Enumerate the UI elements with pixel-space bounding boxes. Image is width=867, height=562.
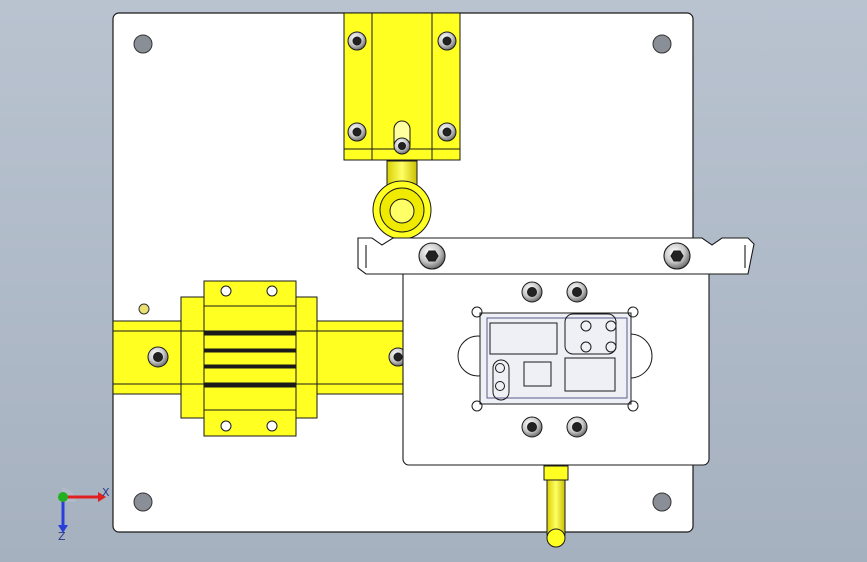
coordinate-triad: [58, 488, 106, 533]
z-axis-arrowhead: [58, 525, 68, 533]
top-bracket[interactable]: [343, 12, 461, 161]
clamp-arm[interactable]: [357, 237, 755, 275]
plunger-pin[interactable]: [543, 465, 569, 548]
workpiece-fixture[interactable]: [457, 281, 653, 438]
mounting-hole-top-left: [133, 34, 153, 54]
small-pin-hole: [138, 303, 150, 315]
x-axis-label: X: [102, 486, 110, 499]
z-axis-label: Z: [58, 530, 66, 543]
y-axis-point: [58, 492, 68, 502]
mounting-hole-top-right: [652, 34, 672, 54]
linear-slider-block[interactable]: [180, 280, 318, 437]
x-axis-arrowhead: [98, 492, 106, 502]
mounting-hole-bottom-right: [652, 492, 672, 512]
mounting-hole-bottom-left: [133, 492, 153, 512]
